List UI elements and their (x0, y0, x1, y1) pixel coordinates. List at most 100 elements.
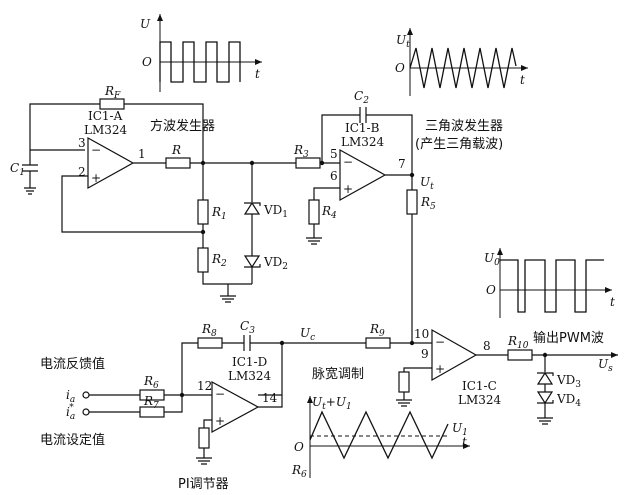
zener-vd4 (536, 391, 554, 405)
pin-14: 14 (262, 391, 278, 405)
resistor-r5 (406, 189, 418, 215)
pwm-comparator: R9 − + 10 9 8 IC1-C LM324 R10 Us VD3 VD4… (312, 322, 618, 425)
opamp-c-name: IC1-C (462, 379, 497, 393)
origin-label: O (294, 440, 304, 454)
y-axis-label: Ut (396, 33, 410, 50)
opamp-ic1-d (211, 380, 260, 434)
plus-sign: + (91, 171, 101, 185)
x-axis-label: t (255, 67, 260, 81)
current-feedback-label: 电流反馈值 (40, 356, 105, 372)
y-axis-label: U (140, 17, 151, 31)
r6-label: R6 (143, 374, 159, 391)
opamp-ic1-a (87, 136, 135, 190)
junction (200, 229, 206, 235)
ground-symbol (306, 224, 322, 245)
opamp-d-name: IC1-D (232, 355, 267, 369)
r4-label: R4 (321, 204, 337, 221)
r8-label: R8 (201, 322, 217, 339)
wire (61, 175, 203, 233)
opamp-b-part: LM324 (341, 135, 385, 149)
origin-label: O (142, 55, 152, 69)
x-axis-label: t (462, 435, 467, 449)
zener-vd2 (243, 255, 261, 269)
zener-vd1-bar (244, 202, 261, 206)
minus-sign: − (91, 143, 101, 157)
r10-label: R10 (507, 334, 529, 351)
zener-vd2-bar (244, 264, 261, 268)
ground-symbol (537, 403, 553, 425)
vd4-label: VD4 (556, 392, 581, 409)
zener-vd3-bar (537, 372, 554, 376)
pin-3: 3 (78, 136, 86, 150)
level-label: U1 (452, 421, 468, 438)
r6-bottom-label: R6 (291, 463, 307, 480)
modulation-wave-plot: Ut+U1 O t U1 (294, 395, 470, 478)
plus-sign: + (435, 362, 445, 376)
ut-label: Ut (420, 175, 434, 192)
plus-sign: + (343, 182, 353, 196)
origin-label: O (486, 283, 496, 297)
capacitor-c3 (222, 335, 366, 351)
wire (258, 395, 283, 408)
tri-gen-subtitle: (产生三角载波) (415, 137, 503, 152)
r9-label: R9 (369, 322, 385, 339)
pin-8: 8 (483, 339, 491, 353)
pi-regulator-label: PI调节器 (178, 477, 229, 492)
resistor-r1 (197, 199, 209, 225)
opamp-a-part: LM324 (84, 123, 128, 137)
opamp-b-name: IC1-B (345, 121, 380, 135)
carrier-triangle-trace (309, 410, 449, 460)
resistor-r9 (365, 337, 391, 349)
wire (29, 103, 100, 150)
vd1-label: VD1 (263, 203, 288, 220)
us-label: Us (598, 357, 613, 374)
ground-symbol (196, 448, 212, 465)
ground-symbol (220, 284, 236, 303)
grounding-resistor (398, 371, 410, 393)
opamp-a-name: IC1-A (88, 109, 123, 123)
ia-star-label: ia* (66, 403, 75, 422)
pin-2: 2 (78, 165, 86, 179)
square-wave-generator: RF C1 − + IC1-A LM324 3 2 1 R R1 R2 (10, 84, 296, 303)
triangle-wave-trace (409, 47, 517, 89)
zener-vd3 (536, 371, 554, 385)
grounding-resistor (198, 427, 210, 449)
wire (202, 272, 252, 285)
r1-label: R1 (211, 205, 227, 222)
opamp-d-part: LM324 (228, 369, 272, 383)
junction (409, 340, 415, 346)
pi-regulator: R8 C3 Uc − + IC1-D LM324 12 14 ia ia* R6… (40, 319, 366, 492)
wire (164, 395, 183, 413)
uc-label: Uc (300, 326, 315, 343)
c3-label: C3 (240, 319, 255, 336)
wire (313, 187, 340, 200)
wire (124, 103, 204, 162)
r7-label: R7 (143, 394, 159, 411)
pin-10: 10 (414, 327, 429, 341)
pin-1: 1 (138, 147, 146, 161)
pwm-wave-trace (500, 259, 604, 313)
vd3-label: VD3 (556, 373, 581, 390)
wire (403, 367, 432, 372)
pin-5: 5 (330, 147, 338, 161)
ia-terminal (82, 391, 90, 399)
triangle-wave-generator: R3 C2 − + IC1-B LM324 5 6 7 R4 Ut R5 三角波… (293, 89, 503, 344)
opamp-ic1-b (339, 148, 387, 202)
resistor-r (165, 157, 191, 169)
pin-6: 6 (330, 169, 338, 183)
capacitor-c2 (321, 107, 413, 178)
vd2-label: VD2 (263, 255, 288, 272)
rf-label: RF (104, 84, 121, 101)
square-wave-plot: U O t (140, 14, 262, 92)
c1-label: C1 (10, 161, 25, 178)
y-axis-label: U0 (484, 251, 500, 268)
r5-label: R5 (420, 195, 436, 212)
resistor-r7 (139, 406, 165, 418)
r2-label: R2 (211, 252, 227, 269)
pulse-mod-label: 脉宽调制 (312, 366, 364, 382)
pin-9: 9 (421, 347, 429, 361)
opamp-ic1-c (431, 328, 478, 382)
minus-sign: − (435, 335, 445, 349)
c2-label: C2 (354, 89, 369, 106)
